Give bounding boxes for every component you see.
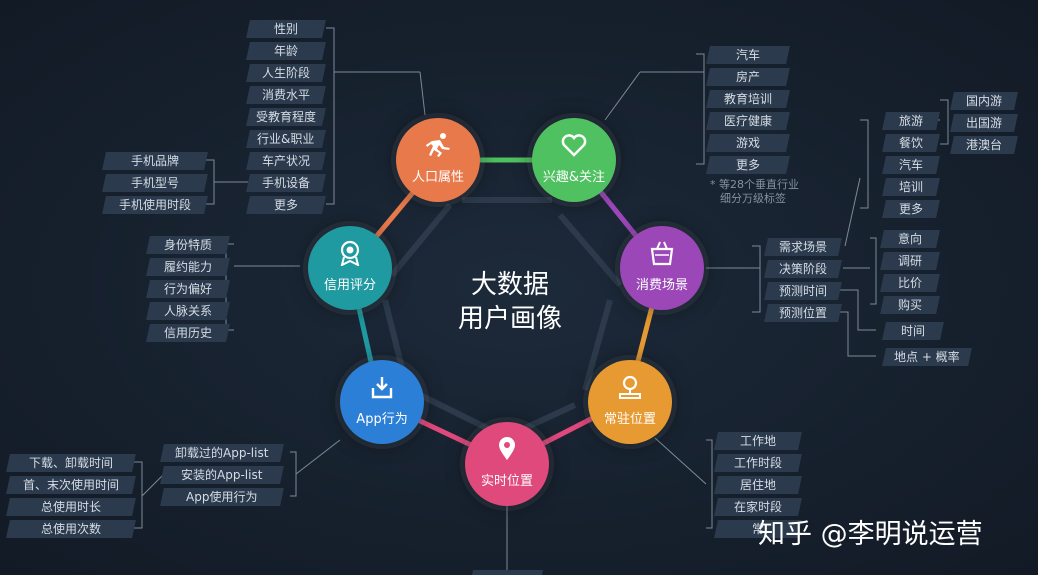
- consume-tag: 需求场景: [764, 238, 842, 256]
- person-tag: 人生阶段: [246, 64, 326, 82]
- watermark: 知乎 @李明说运营: [758, 519, 983, 550]
- place-tag: 地点 + 概率: [882, 348, 972, 366]
- node-credit-score[interactable]: 信用评分: [308, 226, 392, 310]
- scene-tag: 更多: [882, 200, 940, 218]
- map-pin-icon: [465, 436, 549, 462]
- app-tag: App使用行为: [160, 488, 284, 506]
- app-tag: 卸载过的App-list: [160, 444, 284, 462]
- person-tag: 行业&职业: [246, 130, 326, 148]
- person-tag: 年龄: [246, 42, 326, 60]
- app-sub-tag: 下载、卸载时间: [6, 454, 136, 472]
- consume-tag: 预测位置: [764, 304, 842, 322]
- scene-tag: 餐饮: [882, 134, 940, 152]
- travel-tag: 港澳台: [950, 136, 1018, 154]
- interest-note: * 等28个垂直行业 细分万级标签: [710, 178, 799, 205]
- scene-tag: 汽车: [882, 156, 940, 174]
- node-person-attributes[interactable]: 人口属性: [396, 118, 480, 202]
- person-tag: 性别: [246, 20, 326, 38]
- person-tag: 受教育程度: [246, 108, 326, 126]
- person-tag: 手机设备: [246, 174, 326, 192]
- device-tag: 手机使用时段: [102, 196, 208, 214]
- credit-tag: 信用历史: [146, 324, 230, 342]
- interest-tag: 游戏: [706, 134, 790, 152]
- device-tag: 手机型号: [102, 174, 208, 192]
- consume-tag: 预测时间: [764, 282, 842, 300]
- location-tag: 居住地: [714, 476, 802, 494]
- travel-tag: 出国游: [950, 114, 1018, 132]
- interest-tag: 医疗健康: [706, 112, 790, 130]
- person-tag: 消费水平: [246, 86, 326, 104]
- app-tag: 安装的App-list: [160, 466, 284, 484]
- interest-tag: 更多: [706, 156, 790, 174]
- stage-tag: 意向: [880, 230, 940, 248]
- person-tag: 车产状况: [246, 152, 326, 170]
- bag-icon: [620, 240, 704, 266]
- node-app-behavior[interactable]: App行为: [340, 360, 424, 444]
- bottom-tag-cut: [470, 570, 544, 575]
- scene-tag: 培训: [882, 178, 940, 196]
- medal-icon: [308, 240, 392, 267]
- node-interest[interactable]: 兴趣&关注: [532, 118, 616, 202]
- device-tag: 手机品牌: [102, 152, 208, 170]
- credit-tag: 人脉关系: [146, 302, 230, 320]
- interest-tag: 房产: [706, 68, 790, 86]
- location-tag: 工作时段: [714, 454, 802, 472]
- credit-tag: 履约能力: [146, 258, 230, 276]
- heart-icon: [532, 132, 616, 158]
- download-icon: [340, 374, 424, 400]
- location-tag: 工作地: [714, 432, 802, 450]
- interest-tag: 教育培训: [706, 90, 790, 108]
- center-title: 大数据 用户画像: [457, 270, 562, 334]
- scene-tag: 旅游: [882, 112, 940, 130]
- running-icon: [396, 132, 480, 158]
- time-tag: 时间: [882, 322, 944, 340]
- stage-tag: 比价: [880, 274, 940, 292]
- app-sub-tag: 总使用次数: [6, 520, 136, 538]
- node-consume-scene[interactable]: 消费场景: [620, 226, 704, 310]
- pin-icon: [588, 374, 672, 400]
- node-resident-location[interactable]: 常驻位置: [588, 360, 672, 444]
- app-sub-tag: 总使用时长: [6, 498, 136, 516]
- stage-tag: 购买: [880, 296, 940, 314]
- consume-tag: 决策阶段: [764, 260, 842, 278]
- node-realtime-location[interactable]: 实时位置: [465, 422, 549, 506]
- credit-tag: 身份特质: [146, 236, 230, 254]
- credit-tag: 行为偏好: [146, 280, 230, 298]
- app-sub-tag: 首、末次使用时间: [6, 476, 136, 494]
- stage-tag: 调研: [880, 252, 940, 270]
- interest-tag: 汽车: [706, 46, 790, 64]
- person-tag: 更多: [246, 196, 326, 214]
- travel-tag: 国内游: [950, 92, 1018, 110]
